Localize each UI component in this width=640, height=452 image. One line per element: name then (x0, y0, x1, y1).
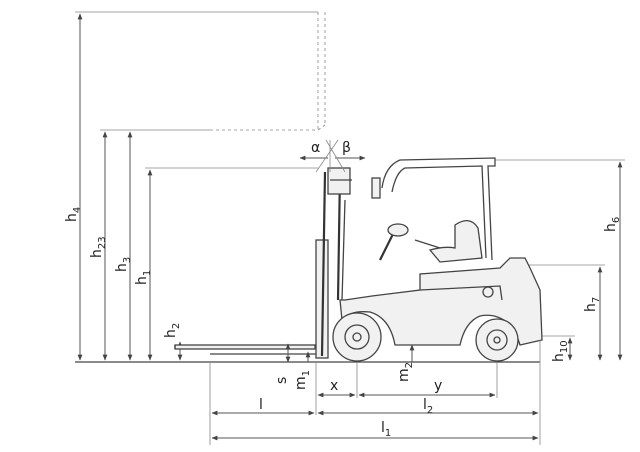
label-l2: l2 (423, 397, 433, 416)
label-h7: h7 (583, 297, 602, 312)
truck-body (332, 157, 543, 362)
label-h10: h10 (551, 340, 570, 362)
label-h1: h1 (134, 270, 153, 285)
label-alpha: α (311, 140, 320, 156)
front-wheel (332, 312, 382, 362)
forks (174, 344, 318, 355)
label-s: s (274, 377, 290, 384)
label-x: x (330, 378, 338, 394)
label-beta: β (342, 140, 351, 156)
label-y: y (434, 378, 442, 394)
label-m2: m2 (396, 362, 415, 382)
mast (315, 167, 352, 359)
label-h2: h2 (163, 323, 182, 338)
label-h6: h6 (603, 217, 622, 232)
tilt-angle-indicator (299, 139, 366, 173)
label-l: l (259, 397, 263, 413)
label-l1: l1 (381, 420, 391, 439)
label-h3: h3 (114, 257, 133, 272)
label-h23: h23 (89, 236, 108, 258)
label-h4: h4 (64, 207, 83, 222)
label-m1: m1 (293, 370, 312, 390)
rear-wheel (475, 318, 519, 362)
raised-mast-outline (210, 12, 326, 131)
